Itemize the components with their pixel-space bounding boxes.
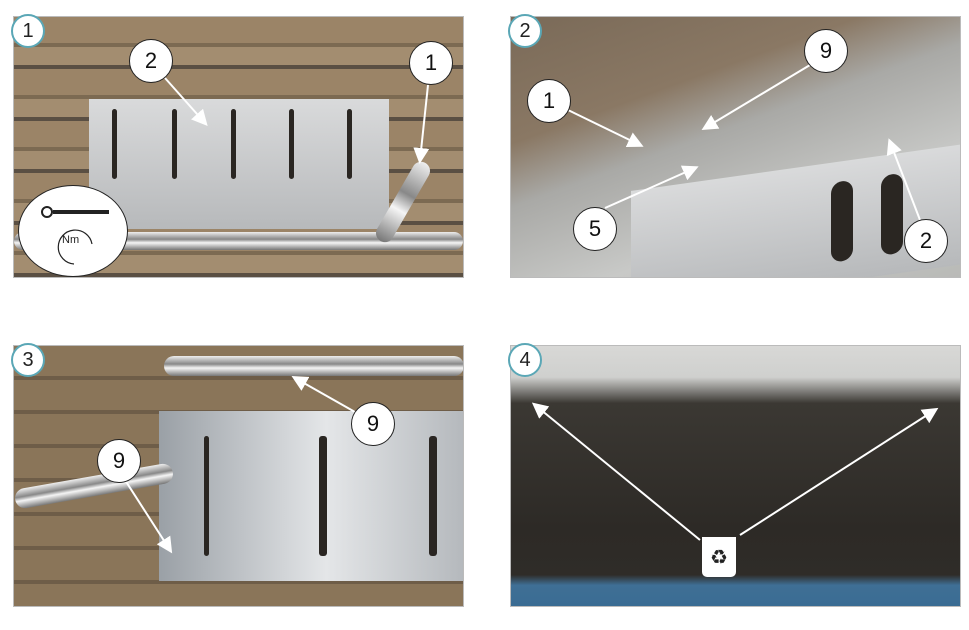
step-badge-4: 4 [508,343,542,377]
step-badge-2: 2 [508,14,542,48]
torque-label: Nm [62,234,80,246]
step-badge-1: 1 [11,14,45,48]
torque-wrench-icon: Nm [18,185,128,277]
skid-plate [89,99,389,229]
callout-part-9: 9 [804,29,848,73]
callout-part-1: 1 [409,41,453,85]
recycle-bin-icon: ♻ [702,537,736,577]
callout-part-2: 2 [904,219,948,263]
callout-part-9: 9 [351,402,395,446]
step-3-photo [13,345,464,607]
callout-part-1: 1 [527,79,571,123]
callout-part-2: 2 [129,39,173,83]
callout-part-9: 9 [97,439,141,483]
callout-part-5: 5 [573,207,617,251]
wrench-icon [41,206,109,265]
step-badge-3: 3 [11,343,45,377]
